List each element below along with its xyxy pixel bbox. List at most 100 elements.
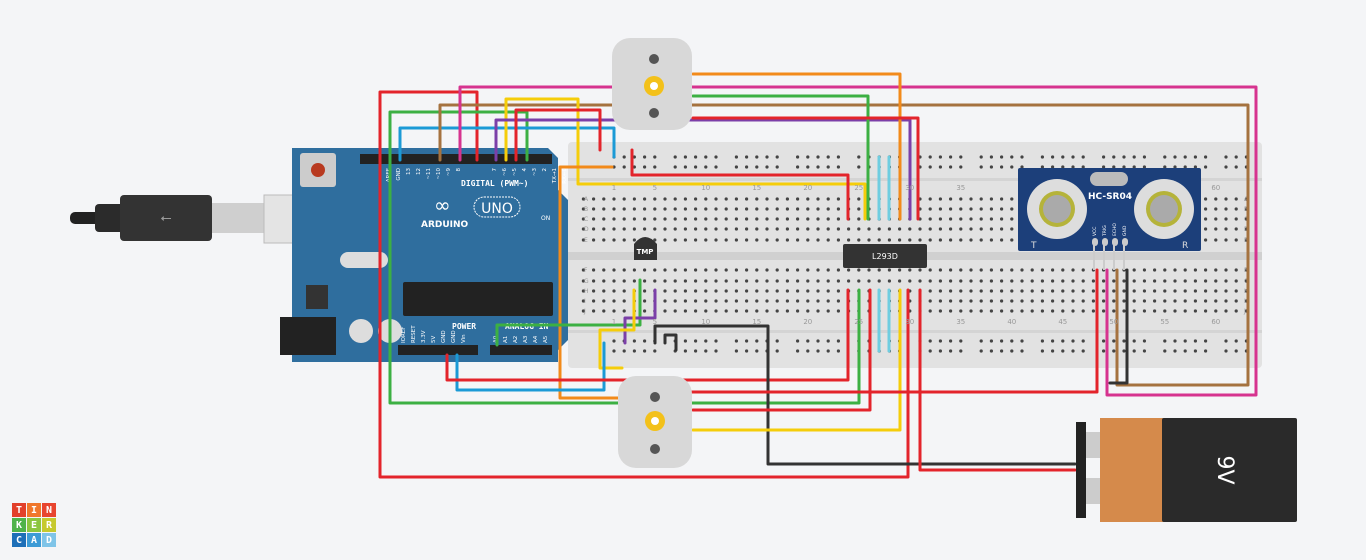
- usb-icon: ⭠: [160, 210, 171, 226]
- row-letter: D: [584, 226, 589, 233]
- row-letter: C: [1244, 216, 1248, 223]
- ultrasonic-pin-label: TRIG: [1102, 225, 1108, 237]
- analog-pin-label: A1: [503, 336, 509, 343]
- infinity-logo-icon: ∞: [434, 193, 451, 217]
- analog-header: [490, 345, 552, 355]
- column-number: 20: [803, 318, 812, 326]
- column-number: 50: [1109, 318, 1118, 326]
- column-number: 5: [653, 318, 657, 326]
- row-letter: A: [584, 196, 589, 203]
- ultrasonic-pin-label: VCC: [1092, 227, 1098, 236]
- column-number: 20: [803, 184, 812, 192]
- row-letter: C: [584, 216, 588, 223]
- power-pin-label: GND: [451, 330, 457, 343]
- t-label: T: [1030, 241, 1037, 251]
- column-number: 1: [612, 184, 616, 192]
- power-pin-label: GND: [441, 330, 447, 343]
- tmp-label: TMP: [637, 248, 654, 256]
- l293d-label: L293D: [872, 252, 898, 261]
- temperature-sensor[interactable]: TMP: [634, 237, 657, 260]
- row-letter: E: [1244, 237, 1248, 244]
- digital-pin-label: 12: [416, 168, 422, 175]
- column-number: 30: [905, 318, 914, 326]
- column-number: 45: [1058, 318, 1067, 326]
- column-number: 35: [956, 184, 965, 192]
- analog-pin-label: A2: [513, 336, 519, 343]
- analog-pin-label: A4: [533, 335, 539, 343]
- column-number: 40: [1007, 318, 1016, 326]
- power-pin-label: 5V: [431, 336, 437, 343]
- column-number: 30: [905, 184, 914, 192]
- power-header: [398, 345, 478, 355]
- atmega-chip: [403, 282, 553, 316]
- row-letter: B: [584, 206, 588, 213]
- digital-pin-label: GND: [396, 168, 402, 181]
- arduino-uno[interactable]: DIGITAL (PWM~) POWER ANALOG IN ARDUINO ∞…: [280, 148, 568, 362]
- usb-cable[interactable]: ⭠: [70, 194, 309, 244]
- logo-letter: N: [42, 503, 56, 517]
- digital-pin-label: 7: [492, 168, 498, 172]
- row-letter: J: [583, 308, 586, 315]
- analog-pin-label: A5: [543, 335, 549, 343]
- logo-letter: A: [27, 533, 41, 547]
- column-number: 1: [612, 318, 616, 326]
- power-jack: [280, 317, 336, 355]
- row-letter: G: [584, 278, 589, 285]
- column-number: 60: [1211, 318, 1220, 326]
- battery-9v[interactable]: 9V: [1076, 418, 1297, 522]
- ultrasonic-pin-label: ECHO: [1112, 223, 1118, 236]
- power-pin-label: 3.3V: [421, 330, 427, 343]
- digital-pin-label: 4: [522, 168, 528, 172]
- logo-letter: C: [12, 533, 26, 547]
- digital-pin-label: TX→1: [552, 168, 558, 184]
- hcsr04-label: HC-SR04: [1088, 192, 1132, 202]
- digital-pin-label: ~10: [436, 168, 442, 180]
- column-number: 25: [854, 318, 863, 326]
- digital-pin-label: 2: [542, 168, 548, 172]
- digital-pin-label: 13: [406, 168, 412, 175]
- row-letter: I: [1244, 298, 1246, 305]
- digital-label: DIGITAL (PWM~): [461, 179, 528, 188]
- r-label: R: [1182, 241, 1188, 251]
- arduino-brand: ARDUINO: [421, 220, 469, 230]
- analog-pin-label: A3: [523, 335, 529, 343]
- digital-pin-label: 8: [456, 168, 462, 172]
- logo-letter: T: [12, 503, 26, 517]
- arduino-model: UNO: [481, 201, 513, 217]
- power-pin-label: RESET: [411, 325, 417, 343]
- ultrasonic-sensor[interactable]: HC-SR04 T R VCC TRIG ECHO GND: [1018, 168, 1201, 270]
- power-pin-label: IOREF: [401, 327, 407, 343]
- power-pin-label: Vin: [461, 334, 467, 343]
- column-number: 60: [1211, 184, 1220, 192]
- row-letter: J: [1243, 308, 1246, 315]
- power-label: POWER: [452, 322, 476, 331]
- logo-letter: E: [27, 518, 41, 532]
- row-letter: I: [584, 298, 586, 305]
- digital-pin-label: ~6: [502, 168, 508, 177]
- on-led-label: ON: [541, 215, 550, 222]
- column-number: 55: [1160, 318, 1169, 326]
- digital-header: [360, 154, 552, 164]
- logo-letter: R: [42, 518, 56, 532]
- wires[interactable]: [378, 72, 1258, 479]
- dc-motor-top[interactable]: [612, 38, 692, 130]
- column-number: 5: [653, 184, 657, 192]
- row-letter: H: [1244, 288, 1249, 295]
- column-number: 15: [752, 318, 761, 326]
- column-number: 15: [752, 184, 761, 192]
- column-number: 10: [701, 184, 710, 192]
- l293d-chip[interactable]: L293D: [843, 244, 927, 268]
- row-letter: E: [584, 237, 588, 244]
- ultrasonic-pin-label: GND: [1122, 225, 1128, 236]
- column-number: 35: [956, 318, 965, 326]
- row-letter: B: [1244, 206, 1248, 213]
- dc-motor-bottom[interactable]: [618, 376, 692, 468]
- logo-letter: K: [12, 518, 26, 532]
- digital-pin-label: ~11: [426, 168, 432, 180]
- row-letter: F: [1244, 267, 1248, 274]
- digital-pin-label: ~3: [532, 168, 538, 177]
- digital-pin-label: RX←0: [562, 168, 568, 184]
